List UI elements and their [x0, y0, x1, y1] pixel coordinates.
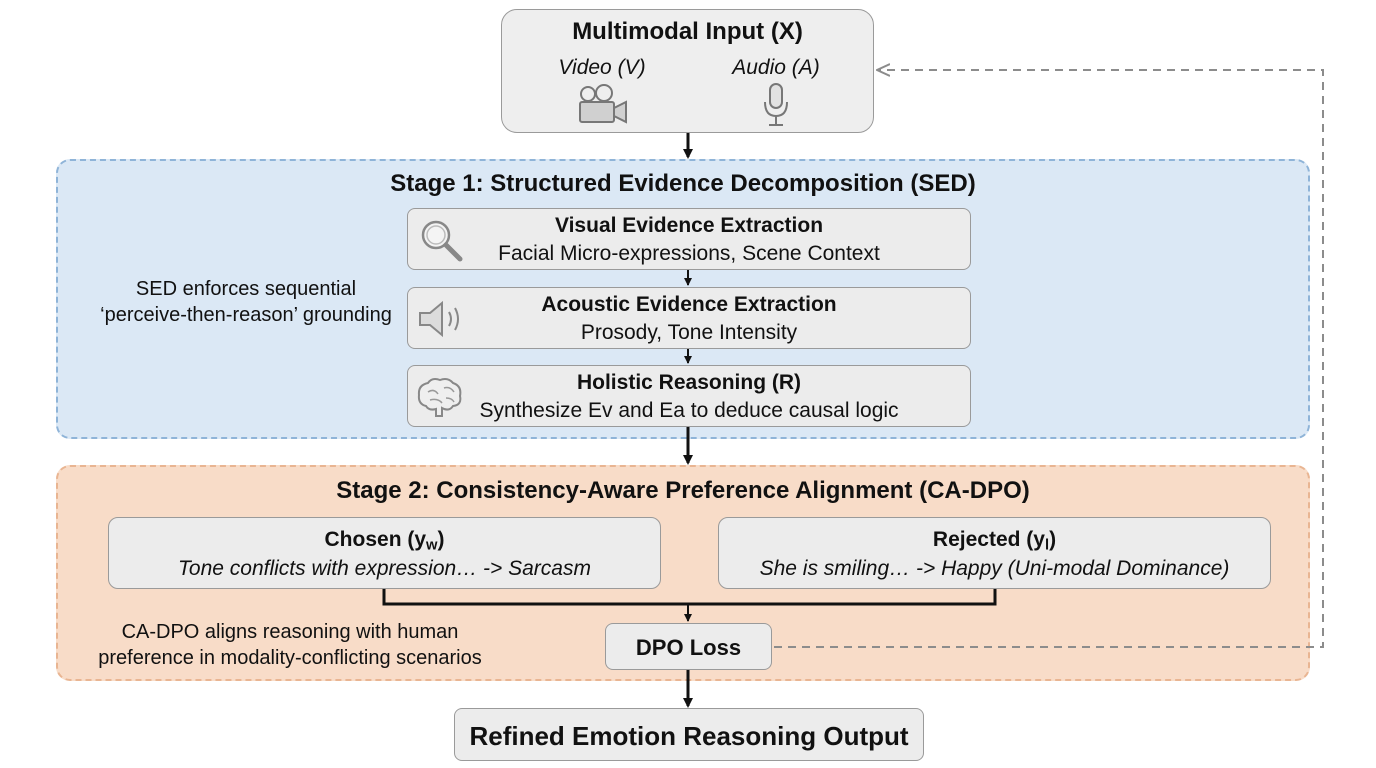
visual-evidence-box: Visual Evidence Extraction Facial Micro-… [407, 208, 971, 270]
holistic-reasoning-box: Holistic Reasoning (R) Synthesize Ev and… [407, 365, 971, 427]
output-title: Refined Emotion Reasoning Output [469, 721, 909, 751]
visual-evidence-desc: Facial Micro-expressions, Scene Context [498, 242, 880, 265]
holistic-reasoning-title: Holistic Reasoning (R) [576, 371, 802, 394]
chosen-text: Tone conflicts with expression… -> Sarca… [178, 557, 591, 580]
brain-icon [417, 378, 462, 417]
audio-label: Audio (A) [732, 56, 820, 79]
acoustic-evidence-box: Acoustic Evidence Extraction Prosody, To… [407, 287, 971, 349]
speaker-icon [419, 300, 459, 338]
chosen-label: Chosen (yw) [324, 528, 445, 554]
holistic-reasoning-desc: Synthesize Ev and Ea to deduce causal lo… [479, 399, 899, 422]
stage1-note-line2: ‘perceive-then-reason’ grounding [100, 304, 392, 326]
video-camera-icon [579, 84, 627, 124]
acoustic-evidence-title: Acoustic Evidence Extraction [541, 293, 837, 316]
multimodal-input-box: Multimodal Input (X) Video (V) Audio (A) [501, 9, 874, 133]
visual-evidence-title: Visual Evidence Extraction [554, 214, 824, 237]
feedback-loop-arrow [774, 70, 1324, 648]
stage1-title: Stage 1: Structured Evidence Decompositi… [390, 170, 976, 197]
stage1-note-line1: SED enforces sequential [135, 278, 357, 300]
merge-connector [382, 589, 997, 606]
stage2-note-line2: preference in modality-conflicting scena… [98, 647, 482, 669]
input-title: Multimodal Input (X) [572, 18, 803, 45]
stage2-note-line1: CA-DPO aligns reasoning with human [121, 621, 459, 643]
rejected-response-box: Rejected (yl) She is smiling… -> Happy (… [718, 517, 1271, 589]
magnifier-icon [421, 220, 463, 262]
stage2-title: Stage 2: Consistency-Aware Preference Al… [336, 477, 1030, 504]
output-box: Refined Emotion Reasoning Output [454, 708, 924, 761]
rejected-label: Rejected (yl) [932, 528, 1057, 554]
stage1-note: SED enforces sequential ‘perceive-then-r… [96, 276, 396, 328]
video-label: Video (V) [558, 56, 646, 79]
acoustic-evidence-desc: Prosody, Tone Intensity [580, 321, 798, 344]
stage2-note: CA-DPO aligns reasoning with human prefe… [70, 619, 510, 671]
dpo-loss-label: DPO Loss [635, 635, 742, 660]
rejected-text: She is smiling… -> Happy (Uni-modal Domi… [759, 557, 1230, 580]
microphone-icon [764, 83, 788, 126]
dpo-loss-box: DPO Loss [605, 623, 772, 670]
chosen-response-box: Chosen (yw) Tone conflicts with expressi… [108, 517, 661, 589]
